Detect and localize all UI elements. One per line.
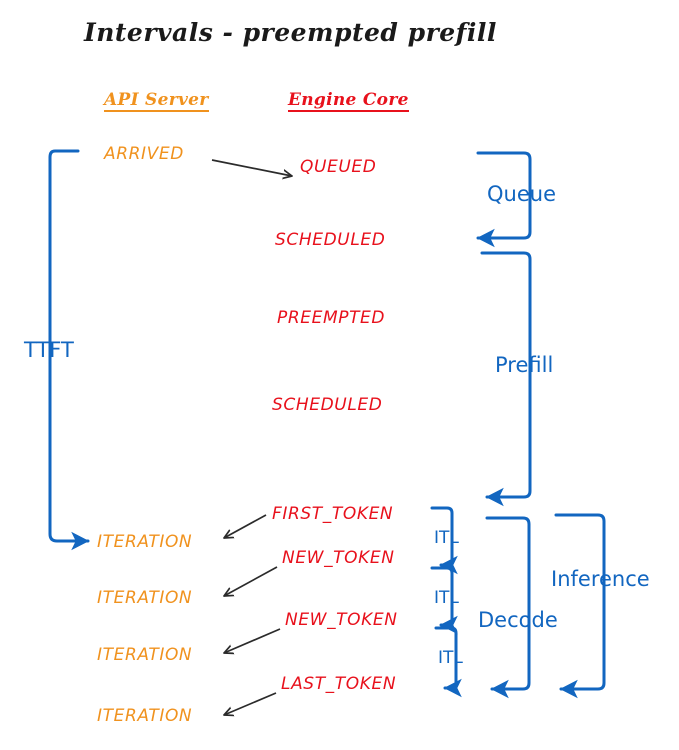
arrow-last-token-to-iteration [224, 692, 277, 715]
interval-label-ttft: TTFT [24, 338, 74, 362]
interval-label-prefill: Prefill [495, 353, 554, 377]
engine-event-scheduled-2: SCHEDULED [272, 395, 383, 415]
engine-event-preempted: PREEMPTED [277, 308, 386, 328]
api-event-iteration-3: ITERATION [97, 645, 193, 665]
arrow-first-token-to-iteration [224, 514, 267, 538]
api-event-arrived: ARRIVED [104, 144, 184, 164]
interval-label-itl-1: ITL [434, 528, 459, 548]
bracket-inference [554, 513, 606, 699]
api-event-iteration-4: ITERATION [97, 706, 193, 726]
page-title: Intervals - preempted prefill [84, 18, 497, 47]
column-header-api-server: API Server [104, 90, 209, 112]
engine-event-new-token-1: NEW_TOKEN [282, 548, 395, 568]
interval-label-itl-3: ITL [438, 648, 463, 668]
interval-label-decode: Decode [478, 608, 558, 632]
api-event-iteration-1: ITERATION [97, 532, 193, 552]
engine-event-new-token-2: NEW_TOKEN [285, 610, 398, 630]
engine-event-queued: QUEUED [300, 157, 377, 177]
interval-label-inference: Inference [551, 567, 650, 591]
engine-event-first-token: FIRST_TOKEN [272, 504, 394, 524]
interval-label-queue: Queue [487, 182, 556, 206]
engine-event-last-token: LAST_TOKEN [281, 674, 397, 694]
arrow-arrived-to-queued [211, 159, 292, 176]
bracket-decode [485, 516, 531, 699]
arrow-new-token-1-to-iteration [224, 566, 278, 596]
engine-event-scheduled-1: SCHEDULED [275, 230, 386, 250]
arrow-new-token-2-to-iteration [224, 628, 281, 653]
api-event-iteration-2: ITERATION [97, 588, 193, 608]
interval-label-itl-2: ITL [434, 588, 459, 608]
column-header-engine-core: Engine Core [288, 90, 409, 112]
